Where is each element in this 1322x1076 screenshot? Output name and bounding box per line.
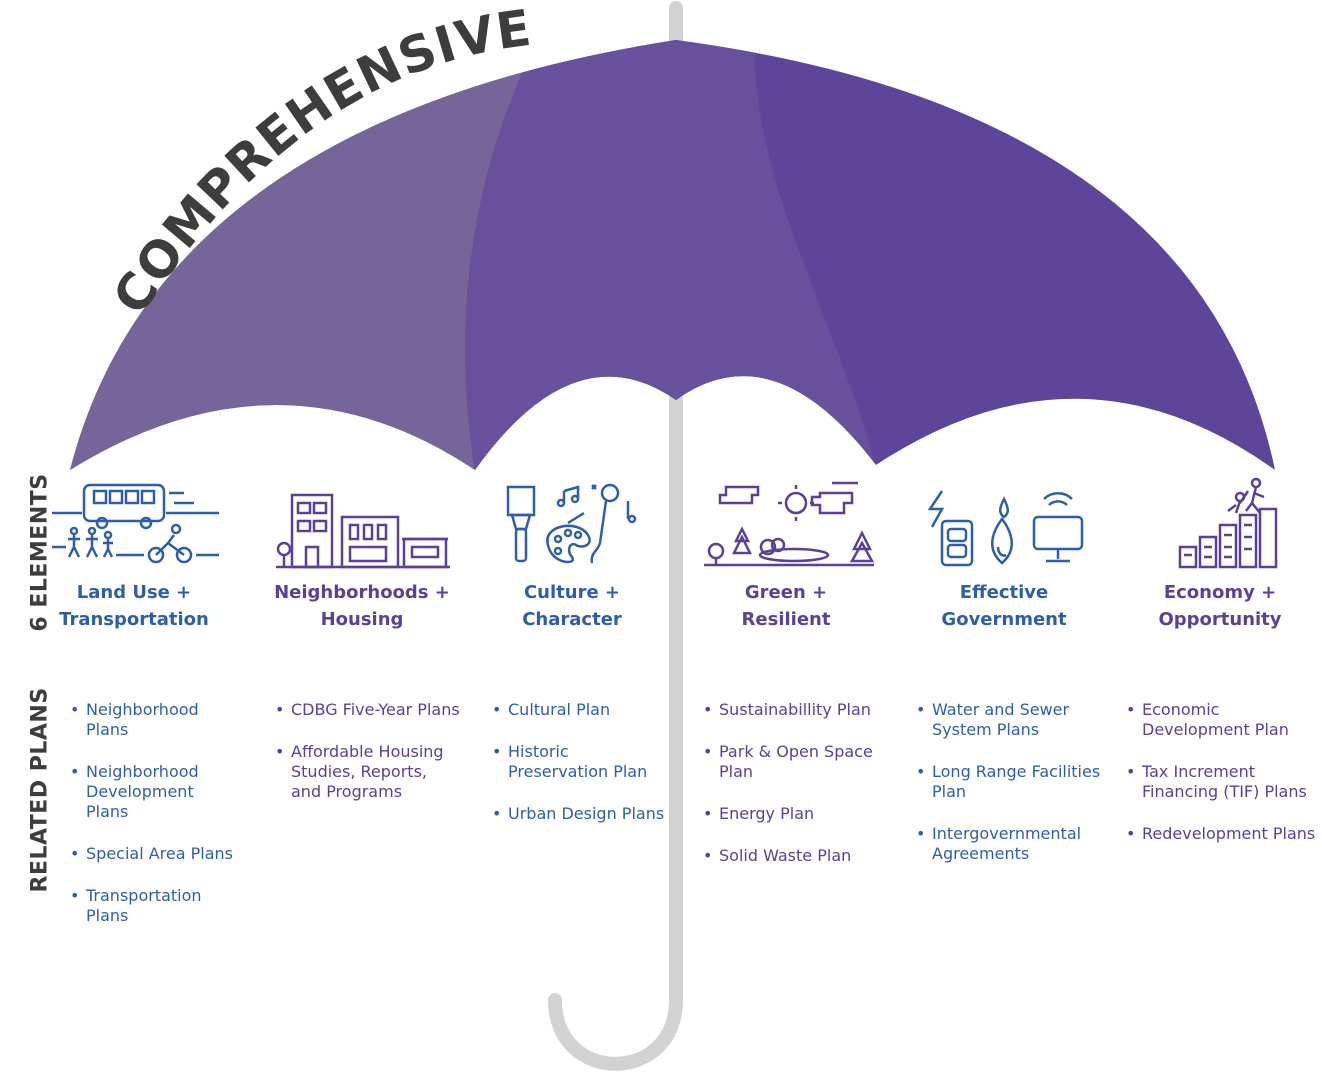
element-title-line1: Culture + [523,582,621,603]
related-plans-list: Cultural Plan Historic Preservation Plan… [492,700,667,846]
plan-item: Historic Preservation Plan [492,742,667,782]
plan-item: Neighborhood Plans [70,700,240,740]
element-effective-government: Effective Government [904,473,1104,633]
related-plans-list: Neighborhood Plans Neighborhood Developm… [70,700,240,948]
element-title-line2: Resilient [741,609,831,630]
element-title-line1: Land Use + [76,582,192,603]
element-title-line2: Transportation [59,609,209,630]
element-title-line1: Effective [959,582,1049,603]
plan-item: Special Area Plans [70,844,240,864]
element-title-line1: Economy + [1163,582,1277,603]
plan-item: Cultural Plan [492,700,667,720]
government-icon [927,490,1084,567]
related-plans-list: Sustainabillity Plan Park & Open Space P… [703,700,883,888]
related-plans-list: Economic Development Plan Tax Increment … [1126,700,1316,866]
element-title: Land Use + Transportation [34,579,234,633]
element-neighborhoods-housing: Neighborhoods + Housing [262,473,462,633]
related-plans-side-label: RELATED PLANS [27,687,53,893]
culture-icon [506,483,637,564]
related-plans-list: CDBG Five-Year Plans Affordable Housing … [275,700,460,824]
housing-icon [276,493,450,569]
element-title-line1: Green + [744,582,828,603]
transport-icon [52,483,219,564]
plan-item: Water and Sewer System Plans [916,700,1101,740]
plan-item: Redevelopment Plans [1126,824,1316,844]
plan-item: Solid Waste Plan [703,846,883,866]
plan-item: Sustainabillity Plan [703,700,883,720]
element-title-line2: Opportunity [1158,609,1282,630]
green-icon [704,481,875,567]
umbrella-shaft [548,393,683,1071]
plan-item: Urban Design Plans [492,804,667,824]
related-plans-list: Water and Sewer System Plans Long Range … [916,700,1101,886]
plan-item: Affordable Housing Studies, Reports, and… [275,742,460,802]
element-title: Effective Government [904,579,1104,633]
element-culture-character: Culture + Character [472,473,672,633]
plan-item: Park & Open Space Plan [703,742,883,782]
element-title: Economy + Opportunity [1120,579,1320,633]
plan-item: Transportation Plans [70,886,240,926]
plan-item: Neighborhood Development Plans [70,762,240,822]
element-green-resilient: Green + Resilient [686,473,886,633]
element-title-line2: Housing [320,609,404,630]
plan-item: Energy Plan [703,804,883,824]
plan-item: Economic Development Plan [1126,700,1316,740]
element-land-use-transportation: Land Use + Transportation [34,473,234,633]
element-economy-opportunity: Economy + Opportunity [1120,473,1320,633]
element-title-line1: Neighborhoods + [274,582,450,603]
element-title: Neighborhoods + Housing [262,579,462,633]
element-title-line2: Character [522,609,622,630]
plan-item: Long Range Facilities Plan [916,762,1101,802]
element-title-line2: Government [941,609,1067,630]
economy-icon [1178,477,1278,569]
element-title: Green + Resilient [686,579,886,633]
plan-item: Intergovernmental Agreements [916,824,1101,864]
plan-item: CDBG Five-Year Plans [275,700,460,720]
plan-item: Tax Increment Financing (TIF) Plans [1126,762,1316,802]
element-title: Culture + Character [472,579,672,633]
